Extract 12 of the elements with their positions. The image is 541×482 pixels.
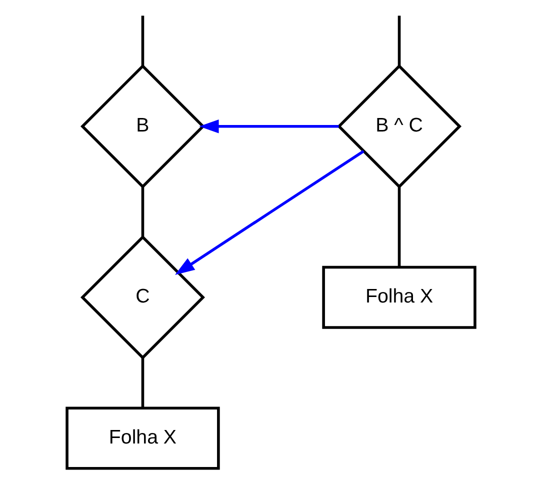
node-diamond: B xyxy=(80,64,204,188)
connector xyxy=(397,186,400,266)
node-box: Folha X xyxy=(65,406,220,470)
connector xyxy=(140,15,144,66)
node-box: Folha X xyxy=(322,265,476,328)
arrow xyxy=(198,118,338,133)
connector xyxy=(140,186,144,236)
connector xyxy=(397,15,400,66)
node-diamond: B ^ C xyxy=(336,64,462,188)
node-diamond: C xyxy=(80,234,204,360)
arrow xyxy=(174,149,364,274)
connector xyxy=(140,357,144,408)
